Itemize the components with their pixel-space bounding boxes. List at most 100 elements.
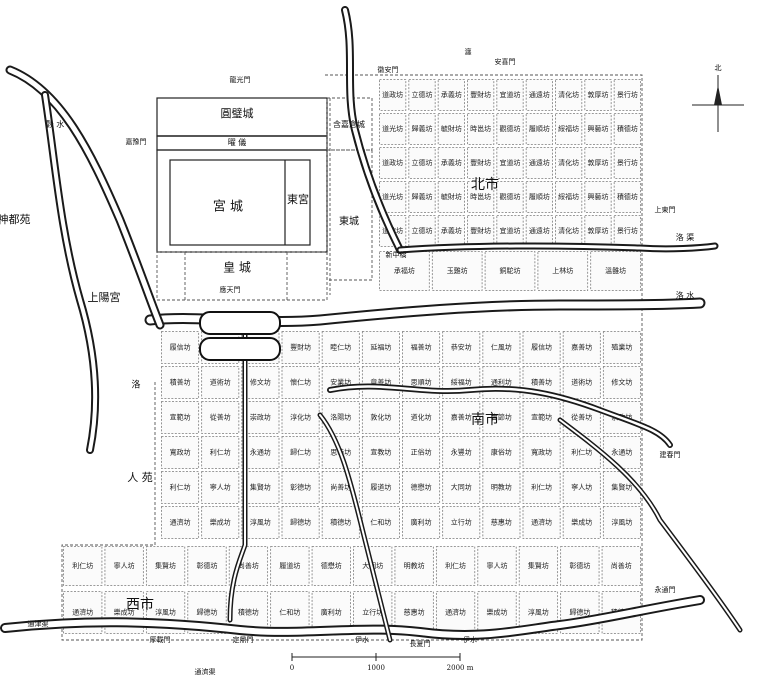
south-market-label: 南市 <box>471 411 499 428</box>
ward-block: 宜道坊 <box>496 79 524 111</box>
ward-label: 從善坊 <box>210 413 231 422</box>
ward-label: 通濟坊 <box>445 608 466 617</box>
ward-block: 嘉善坊 <box>442 401 481 434</box>
ward-label: 歸仁坊 <box>290 448 311 457</box>
ward-label: 思順坊 <box>411 378 432 387</box>
ward-label: 集賢坊 <box>155 561 176 570</box>
ward-label: 寬政坊 <box>170 448 191 457</box>
ward-block: 宣教坊 <box>361 436 400 469</box>
ward-block: 立德坊 <box>408 147 436 179</box>
ward-label: 清化坊 <box>558 158 579 167</box>
yongtong-gate-label: 永通門 <box>655 585 676 594</box>
ward-label: 履道坊 <box>279 561 300 570</box>
ward-block: 道政坊 <box>379 79 407 111</box>
ward-label: 寧人坊 <box>571 483 592 492</box>
ward-block: 豐財坊 <box>467 147 495 179</box>
ward-block: 觀德坊 <box>496 113 524 145</box>
ward-label: 寧人坊 <box>210 483 231 492</box>
ward-label: 懷仁坊 <box>290 378 311 387</box>
round-wall-city-label: 圓璧城 <box>221 106 254 120</box>
ward-block: 仁和坊 <box>361 506 400 539</box>
ward-block: 履信坊 <box>522 331 561 364</box>
ward-label: 仁和坊 <box>370 518 391 527</box>
ward-label: 慈惠坊 <box>491 518 512 527</box>
ward-label: 宣範坊 <box>531 413 552 422</box>
ward-block: 淳風坊 <box>602 506 641 539</box>
ward-block: 德懋坊 <box>311 546 351 586</box>
ward-label: 章善坊 <box>370 378 391 387</box>
ward-label: 廣利坊 <box>411 518 432 527</box>
ward-block: 通遠坊 <box>525 215 553 247</box>
ward-block: 履道坊 <box>270 546 310 586</box>
ward-label: 豐財坊 <box>470 158 491 167</box>
ward-block: 集賢坊 <box>241 471 280 504</box>
ward-block: 章善坊 <box>361 366 400 399</box>
ward-label: 立行坊 <box>362 608 383 617</box>
ward-block: 時邕坊 <box>467 113 495 145</box>
ward-label: 殖業坊 <box>611 343 632 352</box>
ward-label: 集賢坊 <box>611 483 632 492</box>
ward-block: 敦厚坊 <box>584 147 612 179</box>
ward-label: 綏福坊 <box>558 124 579 133</box>
ward-block: 敦化坊 <box>361 401 400 434</box>
eastern-city-label: 東城 <box>339 215 359 228</box>
ward-label: 通遠坊 <box>529 90 550 99</box>
ward-block: 道術坊 <box>201 366 240 399</box>
ward-block: 豐財坊 <box>467 215 495 247</box>
ward-label: 履順坊 <box>529 192 550 201</box>
ward-block: 玉雞坊 <box>431 251 483 291</box>
ward-block: 宜道坊 <box>496 215 524 247</box>
ward-label: 宣教坊 <box>370 448 391 457</box>
ward-block: 寧人坊 <box>477 546 517 586</box>
ward-block: 明教坊 <box>482 471 521 504</box>
ward-label: 溫雒坊 <box>605 266 626 275</box>
ward-block: 綏福坊 <box>555 113 583 145</box>
ward-block: 彰德坊 <box>560 546 600 586</box>
ward-block: 立德坊 <box>408 79 436 111</box>
outer-city-wall <box>61 74 643 641</box>
ward-label: 歸義坊 <box>412 192 433 201</box>
ward-label: 德懋坊 <box>411 483 432 492</box>
ward-block: 樂成坊 <box>201 506 240 539</box>
ward-label: 積善坊 <box>170 378 191 387</box>
ward-label: 積德坊 <box>238 608 259 617</box>
ward-block: 恭安坊 <box>442 331 481 364</box>
ward-label: 正俗坊 <box>411 448 432 457</box>
ward-label: 敦化坊 <box>370 413 391 422</box>
ward-label: 彰德坊 <box>569 561 590 570</box>
jiali-gate-label: 嘉豫門 <box>126 137 147 146</box>
ward-label: 履順坊 <box>529 124 550 133</box>
ward-block: 景行坊 <box>613 215 641 247</box>
luo-label-west: 洛 <box>131 379 140 391</box>
ward-block: 通濟坊 <box>161 506 200 539</box>
anxi-gate-label: 安喜門 <box>495 57 516 66</box>
ward-block: 思順坊 <box>402 366 441 399</box>
shangyang-label: 上陽宮 <box>88 290 121 304</box>
ward-label: 道術坊 <box>210 378 231 387</box>
ward-label: 延福坊 <box>370 343 391 352</box>
ward-label: 崇政坊 <box>250 413 271 422</box>
ward-block: 康俗坊 <box>482 436 521 469</box>
ward-label: 承義坊 <box>441 90 462 99</box>
ward-block: 明教坊 <box>394 546 434 586</box>
ward-block: 通遠坊 <box>525 79 553 111</box>
ward-label: 道政坊 <box>382 158 403 167</box>
ward-block: 通濟坊 <box>522 506 561 539</box>
ward-label: 通濟坊 <box>170 518 191 527</box>
ward-label: 時邕坊 <box>470 192 491 201</box>
ward-label: 積德坊 <box>617 124 638 133</box>
ward-label: 敦厚坊 <box>588 158 609 167</box>
scale-label-0: 0 <box>290 664 294 672</box>
ward-label: 歸德坊 <box>290 518 311 527</box>
ward-block: 豐財坊 <box>467 79 495 111</box>
ward-label: 彰德坊 <box>290 483 311 492</box>
ward-block: 銅駝坊 <box>484 251 536 291</box>
ward-label: 興藝坊 <box>588 192 609 201</box>
ward-label: 時邕坊 <box>470 124 491 133</box>
ward-block: 宣範坊 <box>161 401 200 434</box>
ward-label: 明教坊 <box>404 561 425 570</box>
ward-block: 歸德坊 <box>281 506 320 539</box>
ward-label: 淳風坊 <box>155 608 176 617</box>
ward-label: 通遠坊 <box>529 158 550 167</box>
ward-label: 淳風坊 <box>611 518 632 527</box>
